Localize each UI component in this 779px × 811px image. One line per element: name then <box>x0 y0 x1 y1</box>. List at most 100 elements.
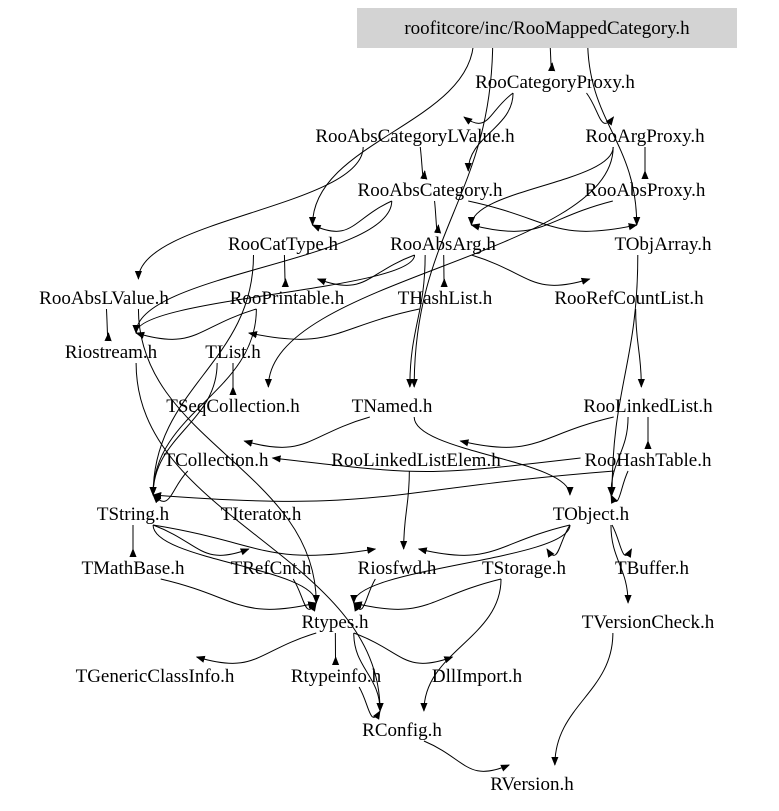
node-root: roofitcore/inc/RooMappedCategory.h <box>357 8 737 48</box>
node-label: TMathBase.h <box>82 558 185 579</box>
edge-absproxy-to-absarg <box>470 200 613 232</box>
node-label: TList.h <box>205 342 261 363</box>
node-label: RooLinkedList.h <box>583 396 713 417</box>
node-linkedelem: RooLinkedListElem.h <box>331 450 501 471</box>
edge-catproxy-to-argproxy <box>586 92 615 126</box>
node-label: TString.h <box>97 504 170 525</box>
edge-abscat-to-riostream <box>132 200 393 334</box>
node-label: TRefCnt.h <box>231 558 312 579</box>
edge-abscat-to-cattype <box>311 200 392 232</box>
edge-tobject-to-versioncheck <box>610 524 632 604</box>
edge-tobject-to-riosfwd <box>417 524 571 556</box>
node-abslv: RooAbsLValue.h <box>39 288 169 309</box>
node-label: RooLinkedListElem.h <box>331 450 501 471</box>
edge-absarg-to-hashlist <box>440 254 448 288</box>
node-label: TNamed.h <box>352 396 433 417</box>
node-label: RooAbsArg.h <box>390 234 496 255</box>
node-hashlist: THashList.h <box>398 288 493 309</box>
edge-tstorage-to-rconfig <box>420 578 502 712</box>
node-label: RooAbsCategory.h <box>358 180 503 201</box>
node-label: RooAbsLValue.h <box>39 288 169 309</box>
edge-linkedlist-to-tobject <box>607 416 629 496</box>
edge-riostream-to-rconfig <box>135 362 384 712</box>
edge-tobject-to-tbuffer <box>611 524 632 558</box>
edge-abscatlv-to-abslv <box>134 146 364 280</box>
node-label: RooAbsCategoryLValue.h <box>315 126 515 147</box>
node-argproxy: RooArgProxy.h <box>585 126 705 147</box>
edge-objarray-to-tobject <box>608 254 639 496</box>
edge-root-to-tnamed <box>410 38 494 388</box>
edge-mathbase-to-rtypes <box>160 578 318 610</box>
node-abscat: RooAbsCategory.h <box>358 180 503 201</box>
node-titer: TIterator.h <box>221 504 302 525</box>
edge-cattype-to-tstring <box>149 254 254 496</box>
node-label: THashList.h <box>398 288 493 309</box>
node-objarray: TObjArray.h <box>614 234 712 255</box>
edge-absarg-to-riostream <box>132 254 416 334</box>
node-rversion: RVersion.h <box>490 774 574 795</box>
node-versioncheck: TVersionCheck.h <box>582 612 715 633</box>
node-dllimport: DllImport.h <box>432 666 523 687</box>
edge-catproxy-to-abscatlv <box>463 92 514 125</box>
node-label: TGenericClassInfo.h <box>76 666 235 687</box>
node-label: RooCatType.h <box>228 234 339 255</box>
node-rtypes: Rtypes.h <box>301 612 369 633</box>
node-absproxy: RooAbsProxy.h <box>585 180 706 201</box>
edge-hashtable-to-tcoll <box>271 455 581 472</box>
node-tstring: TString.h <box>97 504 170 525</box>
edge-tstring-to-rtypes <box>152 524 320 604</box>
node-label: TVersionCheck.h <box>582 612 715 633</box>
edge-riosfwd-to-rtypes <box>353 578 376 612</box>
node-tbuffer: TBuffer.h <box>615 558 690 579</box>
edge-linkedlist-to-linkedelem <box>459 416 614 448</box>
node-tobject: TObject.h <box>553 504 630 525</box>
edge-printable-to-riostream <box>135 308 257 340</box>
edge-refcnt-to-rtypes <box>292 578 317 612</box>
node-tlist: TList.h <box>205 342 261 363</box>
edge-abslv-to-rtypes <box>137 308 320 604</box>
node-label: roofitcore/inc/RooMappedCategory.h <box>404 18 690 39</box>
node-label: RooArgProxy.h <box>585 126 705 147</box>
edge-tnamed-to-tobject <box>413 416 574 496</box>
edge-rtypeinfo-to-rconfig <box>358 686 381 720</box>
edge-root-to-cattype <box>308 38 475 226</box>
node-hashtable: RooHashTable.h <box>585 450 712 471</box>
edge-rtypes-to-genclass <box>195 632 317 664</box>
node-label: RooHashTable.h <box>585 450 712 471</box>
node-seqcoll: TSeqCollection.h <box>166 396 300 417</box>
edge-abslv-to-riostream <box>104 308 112 342</box>
edge-tlist-to-tstring <box>149 362 218 496</box>
node-tnamed: TNamed.h <box>352 396 433 417</box>
edge-tstorage-to-rtypes <box>352 578 502 610</box>
edge-abscat-to-objarray <box>468 200 638 232</box>
edge-abscat-to-absarg <box>433 200 442 234</box>
node-label: Rtypes.h <box>301 612 369 633</box>
node-printable: RooPrintable.h <box>230 288 345 309</box>
node-tstorage: TStorage.h <box>482 558 566 579</box>
node-label: Rtypeinfo.h <box>291 666 382 687</box>
node-label: DllImport.h <box>432 666 523 687</box>
node-linkedlist: RooLinkedList.h <box>583 396 713 417</box>
node-label: TBuffer.h <box>615 558 690 579</box>
edge-refcount-to-linkedlist <box>635 308 645 388</box>
node-label: RVersion.h <box>490 774 574 795</box>
edge-tstring-to-riosfwd <box>152 524 377 556</box>
edge-tnamed-to-tcoll <box>243 416 370 448</box>
node-riostream: Riostream.h <box>65 342 158 363</box>
edge-abscatlv-to-abscat <box>419 146 428 180</box>
node-catproxy: RooCategoryProxy.h <box>475 72 635 93</box>
edge-hashtable-to-tobject <box>610 470 629 504</box>
edge-argproxy-to-absarg <box>467 146 614 226</box>
dependency-edges <box>104 38 652 772</box>
node-refcnt: TRefCnt.h <box>231 558 312 579</box>
node-label: TObject.h <box>553 504 630 525</box>
edge-cattype-to-printable <box>281 254 289 288</box>
edge-tobject-to-tstorage <box>546 524 571 558</box>
node-label: TSeqCollection.h <box>166 396 300 417</box>
edge-absarg-to-tnamed <box>406 254 426 388</box>
node-tcoll: TCollection.h <box>163 450 269 471</box>
node-label: TObjArray.h <box>614 234 712 255</box>
edge-hashtable-to-tstring <box>152 470 615 502</box>
edge-linkedelem-to-riosfwd <box>400 470 410 550</box>
node-label: RooPrintable.h <box>230 288 345 309</box>
